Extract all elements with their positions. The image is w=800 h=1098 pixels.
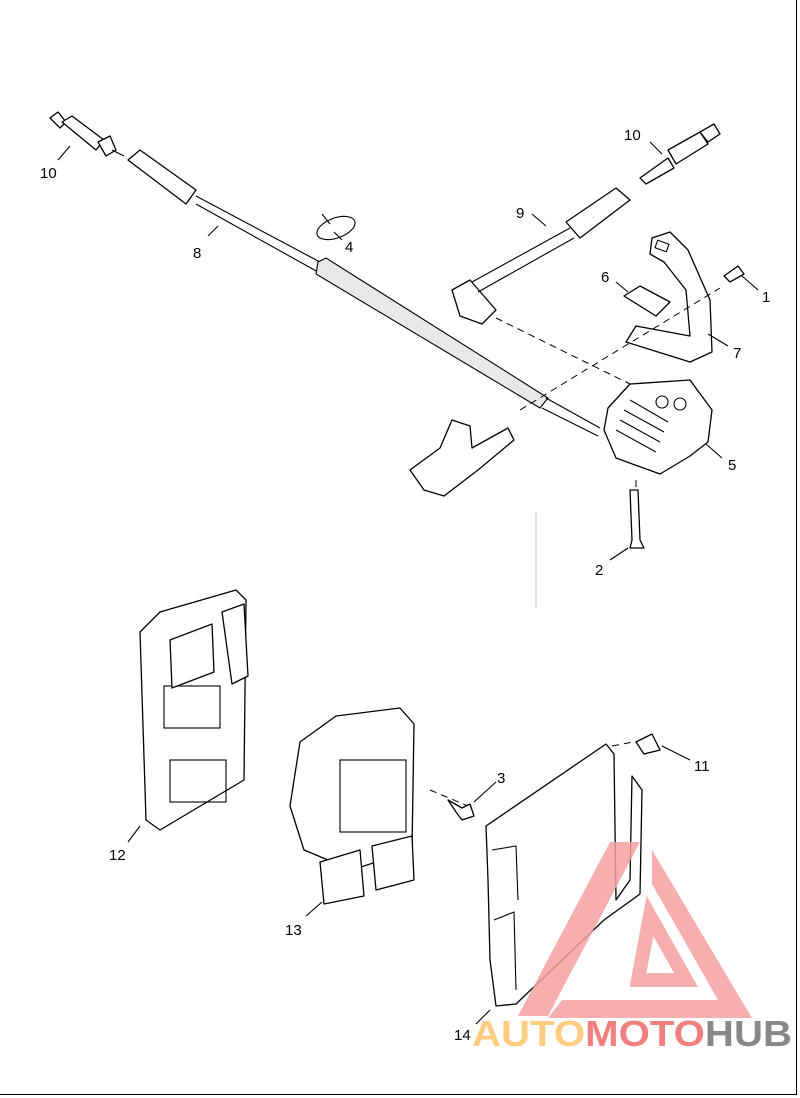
callout-5: 5	[728, 457, 736, 474]
plug-wire-long	[127, 149, 601, 437]
watermark-hub: HUB	[705, 1013, 792, 1054]
callout-2: 2	[595, 562, 603, 579]
callout-9: 9	[516, 205, 524, 222]
watermark-triangle-right	[548, 850, 752, 1018]
watermark-auto: AUTO	[472, 1013, 585, 1054]
ignition-coil	[603, 379, 713, 475]
callout-7: 7	[733, 345, 741, 362]
bolt	[629, 489, 645, 549]
screw	[723, 265, 745, 283]
callout-labels: 10 8 4 9 10 6 1 7 5 2 3 11 12 13 14	[40, 127, 770, 1044]
coil-bracket	[625, 231, 713, 363]
callout-6: 6	[601, 269, 609, 286]
spark-plug-right	[639, 123, 721, 185]
nut-plate	[623, 285, 671, 317]
callout-12: 12	[109, 847, 126, 864]
watermark-moto: MOTO	[585, 1013, 705, 1054]
callout-10-left: 10	[40, 165, 57, 182]
callout-1: 1	[762, 289, 770, 306]
callout-13: 13	[285, 922, 302, 939]
callout-14: 14	[454, 1027, 471, 1044]
control-module-13	[289, 707, 415, 905]
callout-3: 3	[497, 770, 505, 787]
screw-11	[635, 733, 661, 755]
callout-11: 11	[694, 758, 710, 775]
spark-plug-left	[49, 111, 125, 157]
screw-3	[447, 799, 475, 821]
callout-8: 8	[193, 245, 201, 262]
watermark-triangle-inner	[629, 895, 698, 987]
plug-wire-short	[451, 187, 631, 325]
watermark-triangle-left	[518, 842, 640, 1016]
leader-lines	[57, 141, 759, 1025]
callout-10-right: 10	[624, 127, 641, 144]
lower-bracket	[409, 419, 515, 497]
callout-4: 4	[345, 239, 353, 256]
module-cover	[485, 743, 643, 1007]
control-module-12	[139, 589, 249, 831]
